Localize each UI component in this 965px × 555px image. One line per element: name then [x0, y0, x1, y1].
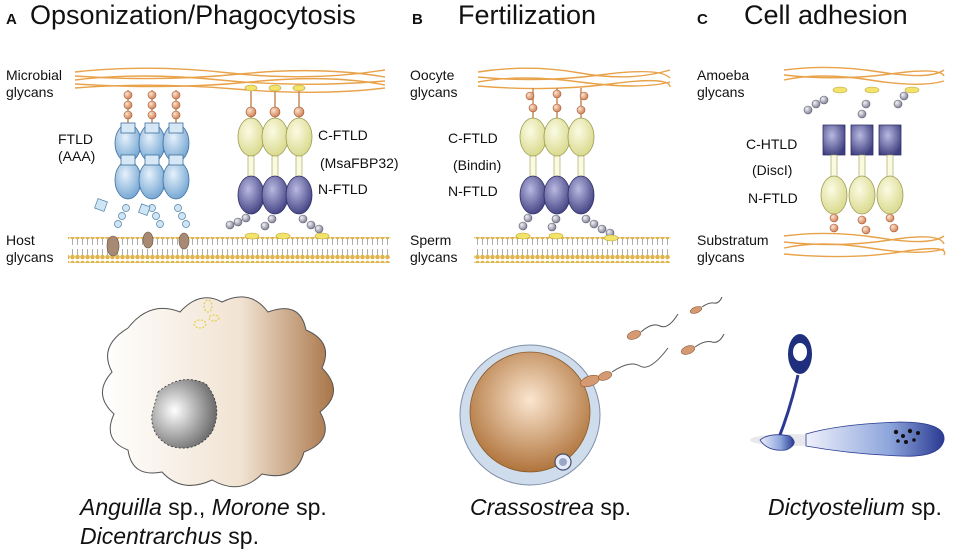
- ftld-aaa-label: FTLD(AAA): [58, 131, 96, 164]
- bindin-trimer: [515, 88, 619, 242]
- panel-a-title: Opsonization/Phagocytosis: [30, 0, 356, 30]
- aaa-ftld-trimer: [94, 90, 190, 257]
- panel-a-letter: A: [6, 11, 17, 28]
- panel-c-letter: C: [697, 11, 708, 28]
- c-ftld-label-b: C-FTLD: [448, 130, 498, 146]
- panel-b-letter: B: [412, 11, 423, 28]
- discoidin-trimer: [803, 86, 920, 235]
- panel-b-oocyte-glycan-fibers: [477, 67, 671, 90]
- n-ftld-label-a: N-FTLD: [318, 181, 368, 197]
- msafbp32-trimer: [225, 84, 330, 240]
- panel-b-sperm-membrane: [474, 237, 670, 263]
- discl-label: (DiscI): [752, 162, 793, 178]
- c-ftld-label-a: C-FTLD: [318, 127, 368, 143]
- msafbp32-label: (MsaFBP32): [320, 155, 399, 171]
- panel-a-microbial-glycan-fibers: [74, 67, 386, 93]
- c-htld-label: C-HTLD: [746, 136, 798, 152]
- species-caption-a-line2: Dicentrarchus sp.: [80, 523, 259, 549]
- panel-c-title: Cell adhesion: [744, 0, 908, 30]
- oocyte-with-sperm: [459, 296, 725, 486]
- species-caption-c: Dictyostelium sp.: [768, 494, 942, 520]
- panel-a-host-membrane: [68, 237, 390, 263]
- n-ftld-label-b: N-FTLD: [448, 183, 498, 199]
- dictyostelium-cells: [750, 334, 945, 457]
- species-caption-a-line1: Anguilla sp., Morone sp.: [80, 494, 327, 520]
- panel-b-title: Fertilization: [458, 0, 597, 30]
- panel-c-substratum-glycan-fibers: [783, 232, 946, 258]
- n-ftld-label-c: N-FTLD: [748, 190, 798, 206]
- macrophage-cell: [102, 296, 334, 488]
- species-caption-b: Crassostrea sp.: [470, 494, 632, 520]
- bindin-label: (Bindin): [453, 157, 502, 173]
- panel-c-amoeba-glycan-fibers: [783, 66, 945, 85]
